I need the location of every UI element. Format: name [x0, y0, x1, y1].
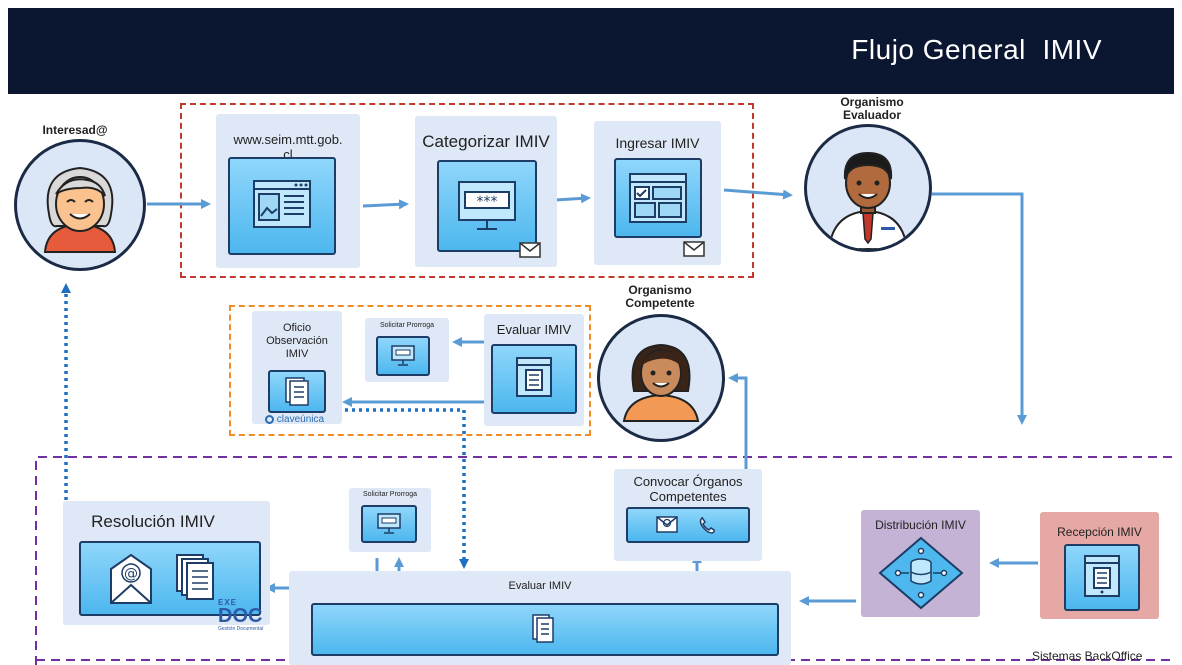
monitor-icon: [391, 345, 415, 366]
website-label: www.seim.mtt.gob. cl: [233, 132, 343, 162]
header-bar: [8, 8, 1174, 94]
documents-icon: [532, 614, 554, 643]
distribucion-label: Distribución IMIV: [875, 518, 966, 532]
svg-text:***: ***: [477, 194, 498, 210]
arrow-evaluador-to-backoffice: [932, 192, 1027, 425]
exedoc-sub: Gestión Documental: [218, 626, 264, 632]
web-portal-region: [180, 103, 754, 278]
competente-label: Organismo Competente: [625, 283, 695, 310]
oficio-screen: [268, 370, 326, 413]
arrow-convocar-to-competente: [728, 373, 748, 471]
webpage-icon: [253, 180, 311, 228]
exedoc-main: DOC: [218, 605, 263, 627]
evaluar-screen-middle: [491, 344, 577, 414]
resolucion-label: Resolución IMIV: [91, 512, 215, 531]
exedoc-logo: EXE DOC Gestión Documental: [218, 598, 268, 634]
exedoc-top: EXE: [218, 598, 238, 607]
browser-window-icon: [1084, 555, 1120, 597]
convocar-screen: [626, 507, 750, 543]
evaluar-label-middle: Evaluar IMIV: [496, 322, 572, 337]
email-icon: [519, 242, 541, 258]
oficio-label: Oficio Observación IMIV: [266, 322, 328, 360]
resolucion-screen: @: [79, 541, 261, 616]
clave-unica-label: claveúnica: [276, 414, 325, 425]
ingresar-screen: [614, 158, 702, 238]
arrow-categorizar-to-ingresar: [554, 193, 591, 204]
evaluar-screen-bottom: [311, 603, 779, 656]
prorroga-screen-bottom: [361, 505, 417, 543]
man-icon: [827, 151, 909, 249]
backoffice-boundary: [35, 456, 1176, 665]
clave-unica-icon: [265, 414, 274, 424]
recepcion-screen: [1064, 544, 1140, 611]
categorizar-screen: ***: [437, 160, 537, 252]
email-at-icon: @: [110, 553, 214, 604]
svg-text:@: @: [124, 566, 138, 582]
documents-icon: [285, 377, 309, 406]
interesado-label: Interesad@: [42, 123, 108, 137]
browser-window-icon: [516, 357, 552, 397]
arrow-web-to-categorizar: [362, 199, 409, 210]
dotted-oficio-to-evaluar: [345, 408, 469, 569]
recepcion-label: Recepción IMIV: [1057, 525, 1142, 539]
competente-avatar: [597, 314, 725, 442]
categorizar-label: Categorizar IMIV: [422, 132, 550, 151]
evaluar-label-bottom: Evaluar IMIV: [508, 580, 572, 592]
clave-unica-logo: claveúnica: [265, 414, 337, 427]
monitor-icon: [377, 513, 401, 534]
arrow-ingresar-to-evaluador: [723, 188, 793, 200]
prorroga-label-middle: Solicitar Prorroga: [379, 322, 435, 329]
convocar-label: Convocar Órganos Competentes: [633, 474, 743, 504]
email-icon: [683, 241, 705, 257]
systems-label: Sistemas BackOffice: [1032, 649, 1143, 663]
mail-phone-icon: [656, 516, 715, 534]
form-layout-icon: [629, 173, 687, 223]
distribution-hub-icon: [878, 536, 964, 610]
page-title: Flujo General IMIV: [851, 34, 1102, 65]
password-monitor-icon: ***: [458, 181, 516, 230]
elderly-woman-icon: [43, 166, 117, 253]
prorroga-label-bottom: Solicitar Prorroga: [362, 491, 418, 498]
ingresar-label: Ingresar IMIV: [615, 135, 700, 151]
prorroga-screen-middle: [376, 336, 430, 376]
interesado-avatar: [14, 139, 146, 271]
website-screen: [228, 157, 336, 255]
woman-icon: [622, 343, 700, 422]
evaluador-label: Organismo Evaluador: [840, 95, 904, 122]
observation-region: [229, 305, 591, 436]
evaluador-avatar: [804, 124, 932, 252]
